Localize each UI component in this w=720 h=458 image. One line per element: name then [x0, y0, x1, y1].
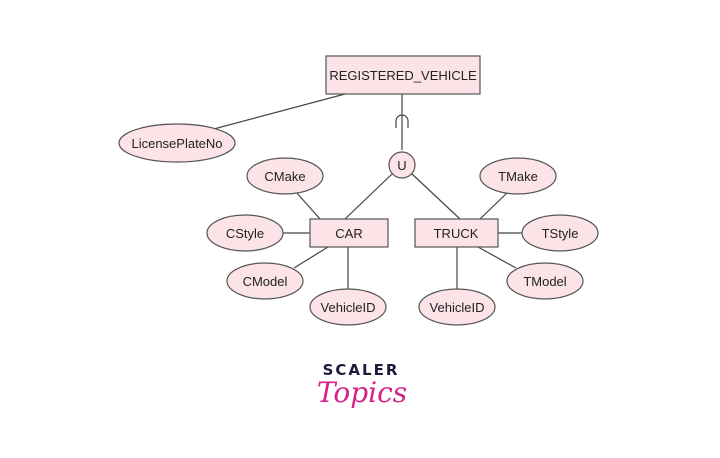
line-truck-to-tmodel [477, 246, 517, 269]
attribute-cmake: CMake [246, 157, 324, 195]
line-superclass-to-licenseplate [209, 93, 346, 131]
attribute-tstyle: TStyle [521, 214, 599, 252]
entity-car: CAR [309, 218, 389, 248]
attribute-license-plate-no-label: LicensePlateNo [131, 136, 222, 151]
line-union-to-truck [411, 173, 461, 220]
line-car-to-cmodel [293, 246, 329, 269]
entity-registered-vehicle-label: REGISTERED_VEHICLE [329, 68, 477, 83]
attribute-truck-vehicleid: VehicleID [418, 288, 496, 326]
attribute-truck-vehicleid-label: VehicleID [430, 300, 485, 315]
attribute-license-plate-no: LicensePlateNo [118, 123, 236, 163]
logo-scaler-text: SCALER [323, 361, 400, 379]
attribute-tmake-label: TMake [498, 169, 538, 184]
attribute-cmake-label: CMake [264, 169, 305, 184]
attribute-tmake: TMake [479, 157, 557, 195]
line-truck-to-tmake [479, 191, 509, 220]
attribute-cmodel-label: CModel [243, 274, 288, 289]
attribute-car-vehicleid: VehicleID [309, 288, 387, 326]
union-symbol-label: U [397, 158, 406, 173]
entity-truck-label: TRUCK [434, 226, 479, 241]
connector-lines [209, 93, 523, 290]
attribute-tstyle-label: TStyle [542, 226, 579, 241]
union-circle: U [388, 151, 416, 179]
subset-symbol [395, 114, 409, 128]
entity-car-label: CAR [335, 226, 362, 241]
attribute-tmodel-label: TModel [523, 274, 566, 289]
attribute-cstyle: CStyle [206, 214, 284, 252]
scaler-topics-logo: SCALER Topics [317, 361, 407, 409]
attribute-tmodel: TModel [506, 262, 584, 300]
attribute-cstyle-label: CStyle [226, 226, 264, 241]
line-car-to-cmake [295, 191, 321, 220]
line-union-to-car [344, 173, 393, 220]
attribute-cmodel: CModel [226, 262, 304, 300]
attribute-car-vehicleid-label: VehicleID [321, 300, 376, 315]
entity-registered-vehicle: REGISTERED_VEHICLE [325, 55, 481, 95]
logo-topics-text: Topics [317, 376, 407, 409]
entity-truck: TRUCK [414, 218, 499, 248]
